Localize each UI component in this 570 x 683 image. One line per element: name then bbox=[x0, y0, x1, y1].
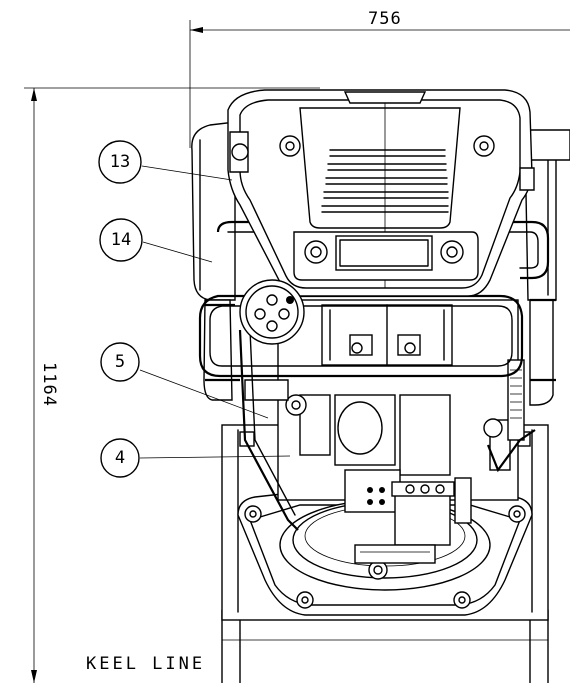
engine-block bbox=[277, 299, 525, 564]
callout-4: 4 bbox=[100, 438, 291, 478]
callout-5: 5 bbox=[100, 342, 269, 419]
callout-14-label: 14 bbox=[111, 230, 131, 250]
callout-13-label: 13 bbox=[110, 152, 130, 172]
height-dimension-label: 1164 bbox=[39, 362, 59, 407]
width-dimension-label: 756 bbox=[368, 9, 402, 29]
callout-13: 13 bbox=[98, 140, 233, 184]
keel-line-label: KEEL LINE bbox=[86, 654, 205, 674]
oil-filler-cap bbox=[239, 279, 305, 345]
tubular-frame bbox=[198, 220, 556, 531]
callout-4-label: 4 bbox=[115, 448, 125, 468]
height-dimension: 1164 bbox=[24, 87, 320, 683]
callout-14: 14 bbox=[99, 218, 213, 263]
callout-5-label: 5 bbox=[115, 352, 125, 372]
top-cover bbox=[227, 89, 535, 297]
width-dimension: 756 bbox=[189, 9, 570, 148]
